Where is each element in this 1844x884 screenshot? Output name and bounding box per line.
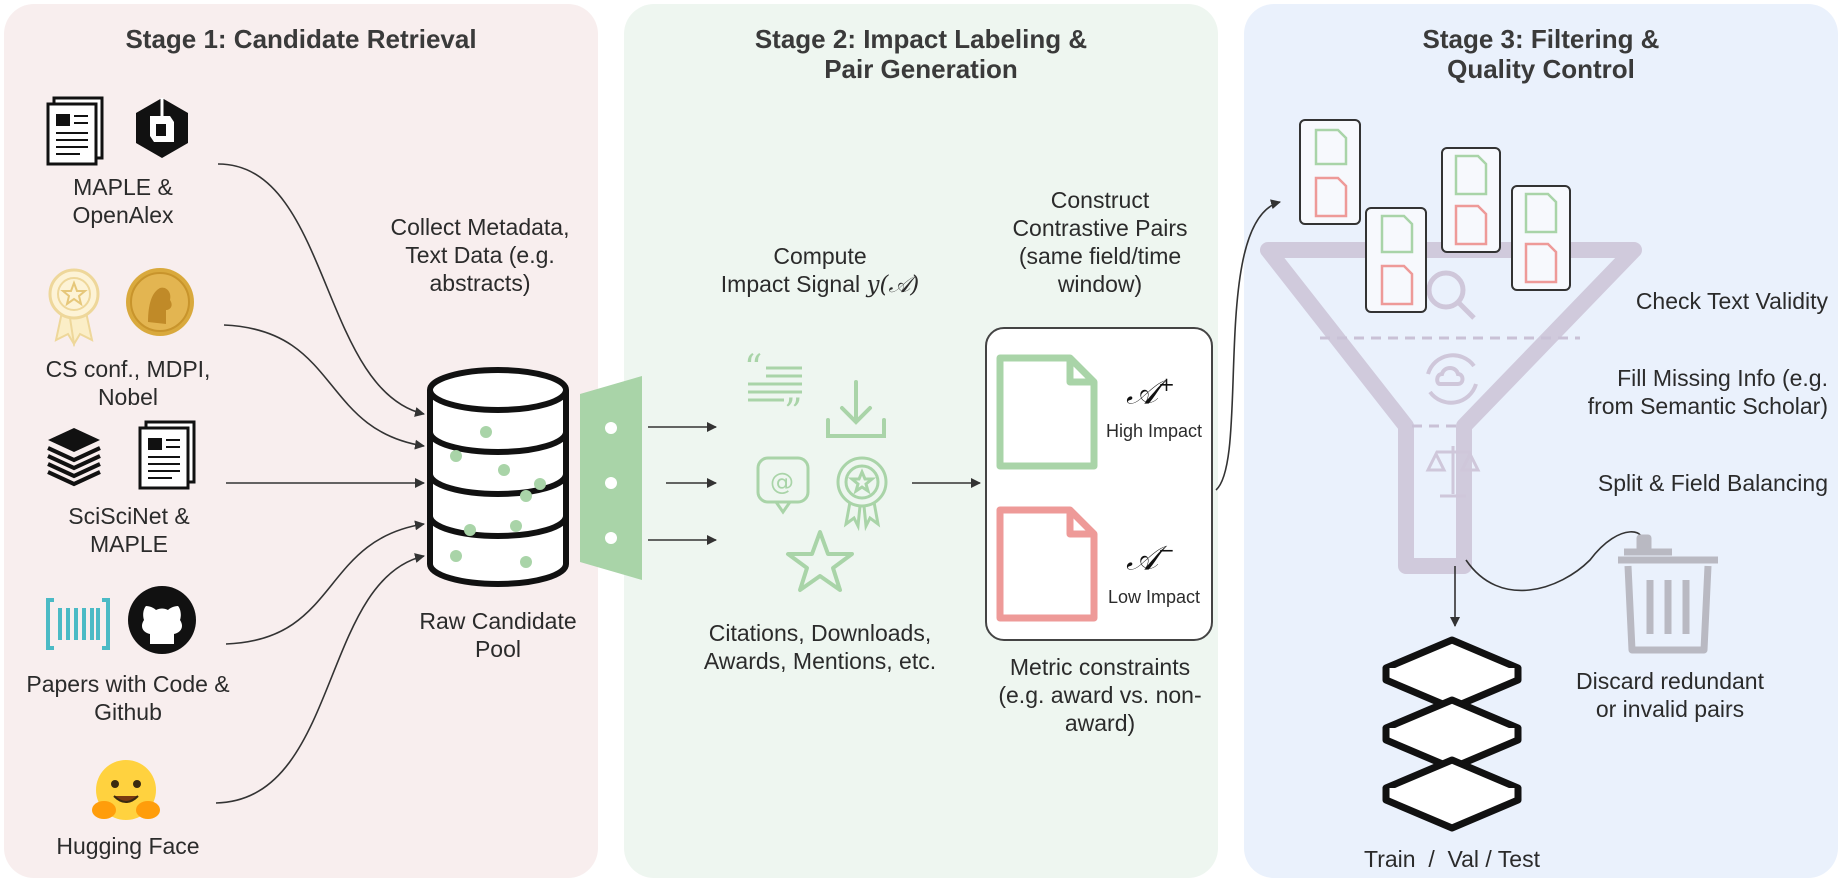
svg-text:“: “ (744, 348, 762, 389)
train-val-test-label: Train / Val / Test (1364, 846, 1540, 872)
split-balancing-label: Split & Field Balancing (1597, 470, 1828, 496)
pair-card (1441, 147, 1501, 253)
mention-icon: @ (756, 456, 810, 515)
stage-3-title: Stage 3: Filtering & Quality Control (1422, 24, 1660, 84)
svg-text:”: ” (784, 392, 802, 433)
stage-connector-gate (580, 376, 642, 580)
pairs-to-filter-arrow (1215, 199, 1281, 491)
high-impact-label: High Impact (1105, 421, 1203, 441)
database-icon (427, 367, 569, 587)
funnel-icon (1260, 242, 1642, 574)
dataset-layers-icon (1382, 636, 1522, 832)
discard-label: Discard redundant or invalid pairs (1576, 668, 1764, 722)
award-badge-icon (836, 456, 888, 532)
download-icon (826, 380, 886, 438)
funnel-to-trash-arrow (1465, 531, 1650, 592)
openalex-logo-icon (136, 98, 188, 158)
papers-with-code-icon (46, 598, 110, 650)
cloud-sync-icon (1426, 353, 1478, 405)
construct-pairs-label: Construct Contrastive Pairs (same field/… (1012, 187, 1188, 297)
pair-card (1511, 185, 1571, 291)
document-icon (46, 96, 104, 166)
source-label-pwc-github: Papers with Code & Github (26, 671, 230, 725)
search-icon (1426, 270, 1476, 320)
award-ribbon-icon (48, 268, 100, 347)
trash-icon (1618, 534, 1718, 654)
balance-scale-icon (1425, 446, 1481, 498)
stage-2-title: Stage 2: Impact Labeling & Pair Generati… (754, 24, 1088, 84)
compute-impact-label: Compute Impact Signal y(𝒜) (720, 243, 920, 298)
raw-candidate-pool-label: Raw Candidate Pool (419, 608, 577, 662)
source-label-sciscinet-maple: SciSciNet & MAPLE (68, 503, 190, 557)
stage-1-title: Stage 1: Candidate Retrieval (125, 24, 477, 54)
hugging-face-emoji-icon (92, 760, 160, 820)
document-icon (138, 420, 196, 490)
svg-text:@: @ (770, 468, 794, 496)
source-label-hugging-face: Hugging Face (56, 833, 200, 859)
github-icon (128, 586, 196, 654)
metric-constraints-label: Metric constraints (e.g. award vs. non- … (998, 654, 1202, 736)
star-icon (786, 530, 854, 592)
signals-label: Citations, Downloads, Awards, Mentions, … (703, 620, 937, 674)
low-impact-document-icon (996, 506, 1098, 622)
gate-to-signals-arrows (648, 422, 981, 545)
pair-card (1299, 119, 1361, 225)
source-label-maple-openalex: MAPLE & OpenAlex (72, 174, 174, 228)
impact-signal-symbol: y(𝒜) (866, 272, 920, 298)
check-text-validity-label: Check Text Validity (1635, 288, 1828, 314)
quote-icon: “ ” (744, 348, 802, 433)
fill-missing-info-label: Fill Missing Info (e.g. from Semantic Sc… (1587, 365, 1828, 419)
high-impact-document-icon (996, 354, 1098, 470)
low-impact-symbol: 𝒜− (1126, 538, 1175, 579)
collect-metadata-label: Collect Metadata, Text Data (e.g. abstra… (390, 214, 570, 296)
low-impact-label: Low Impact (1107, 587, 1201, 607)
nobel-medal-icon (126, 268, 194, 336)
high-impact-symbol: 𝒜+ (1126, 372, 1175, 413)
source-label-conf-nobel: CS conf., MDPI, Nobel (45, 356, 211, 410)
pair-card (1365, 207, 1427, 313)
source-to-pool-arrows (215, 163, 425, 804)
layers-stack-icon (47, 428, 101, 487)
